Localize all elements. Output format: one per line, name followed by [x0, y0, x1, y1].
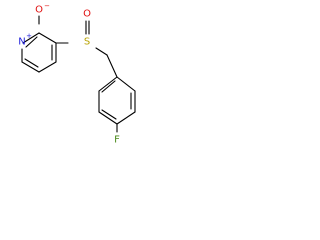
bond — [116, 76, 136, 92]
negative-charge-label: − — [44, 2, 50, 10]
benzene-ring-bonds — [98, 76, 136, 125]
positive-charge-label: + — [26, 32, 32, 40]
bond — [98, 111, 118, 125]
bond — [116, 111, 136, 125]
fluorine-label: F — [114, 135, 120, 146]
sulfinyl-oxygen-label: O — [83, 9, 91, 20]
bond-inner-double — [25, 36, 38, 48]
bond — [38, 61, 57, 73]
pyridine-ring-bonds — [21, 32, 57, 73]
bond-sulfur-to-methylene — [95, 47, 108, 56]
ring-nitrogen-label: N — [18, 37, 25, 48]
bond — [98, 76, 118, 92]
sulfur-label: S — [84, 37, 90, 48]
bond-inner-double — [101, 80, 116, 93]
bond — [22, 32, 40, 44]
bond-inner-double — [101, 109, 117, 120]
bond-methylene-to-ring — [106, 54, 118, 78]
bond-inner-double — [24, 58, 39, 68]
bond — [38, 32, 57, 44]
n-oxide-oxygen-label: O — [35, 5, 43, 16]
bond — [21, 61, 40, 73]
molecule-structure: N + O − S O F — [18, 2, 136, 146]
